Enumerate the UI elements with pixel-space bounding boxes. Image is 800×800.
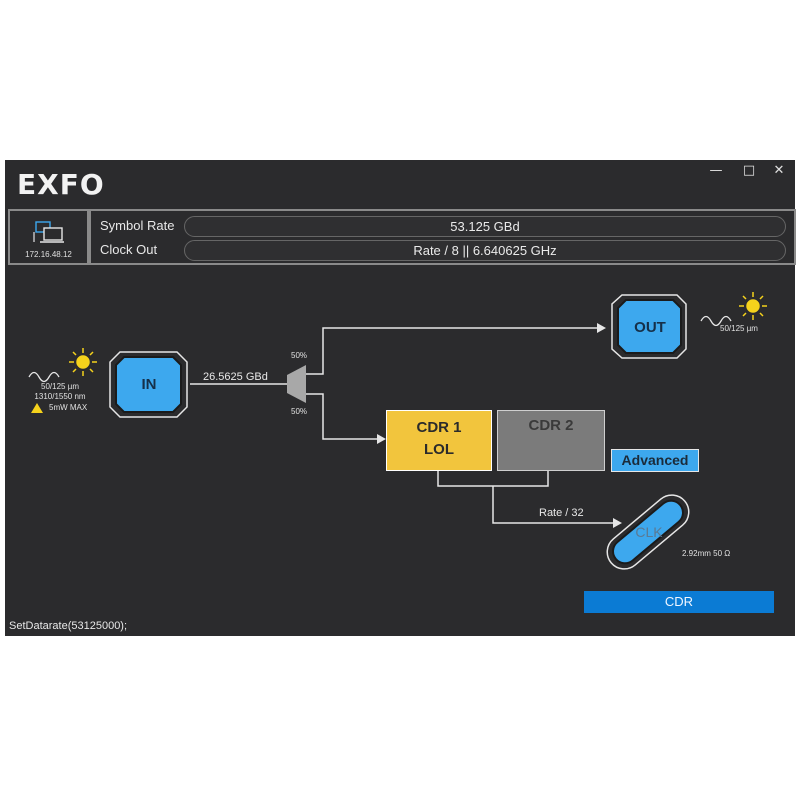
out-label[interactable]: OUT: [634, 319, 666, 336]
cdr-arrow-icon: [377, 434, 386, 444]
clock-out-label: Clock Out: [100, 242, 158, 257]
clk-button: [606, 494, 690, 570]
output-fiber-text: 50/125 µm: [720, 324, 758, 333]
close-button[interactable]: ✕: [773, 163, 785, 178]
output-laser-sun-icon: [739, 292, 767, 320]
cdr-branch-line: [306, 393, 377, 440]
warning-icon: [31, 403, 43, 413]
in-button: [109, 351, 188, 418]
output-wave-icon: [700, 315, 732, 327]
clock-out-field[interactable]: Rate / 8 || 6.640625 GHz: [184, 240, 786, 261]
clk-arrow-icon: [613, 518, 622, 528]
app-window: EXFO — □ ✕ 172.16.48.12 Symbol Rate 53.1…: [5, 160, 796, 636]
clk-connector-text: 2.92mm 50 Ω: [682, 549, 731, 558]
input-wavelength-text: 1310/1550 nm: [34, 392, 86, 401]
out-branch-line: [306, 327, 597, 375]
input-fiber-text: 50/125 µm: [41, 382, 79, 391]
symbol-rate-field[interactable]: 53.125 GBd: [184, 216, 786, 237]
input-wave-icon: [28, 371, 60, 383]
splitter-top-pct: 50%: [291, 351, 308, 360]
cdr2-label: CDR 2: [528, 417, 574, 434]
out-arrow-icon: [597, 323, 606, 333]
host-connection-panel[interactable]: 172.16.48.12: [8, 209, 89, 265]
splitter-icon: [287, 365, 306, 403]
exfo-logo: EXFO: [17, 168, 105, 201]
info-panel: Symbol Rate 53.125 GBd Clock Out Rate / …: [89, 209, 796, 265]
in-label[interactable]: IN: [141, 376, 157, 393]
out-button: [611, 294, 687, 359]
cdr1-label: CDR 1: [416, 419, 462, 436]
signal-path-diagram: [28, 292, 767, 570]
splitter-bottom-pct: 50%: [291, 407, 308, 416]
clk-label[interactable]: CLK: [635, 524, 663, 540]
computer-network-icon: [33, 221, 64, 243]
input-max-power-text: 5mW MAX: [49, 403, 88, 412]
input-rate-text: 26.5625 GBd: [203, 371, 268, 383]
cdr1-button[interactable]: CDR 1 LOL: [386, 410, 492, 471]
symbol-rate-label: Symbol Rate: [100, 218, 175, 233]
input-laser-sun-icon: [69, 348, 97, 376]
clock-out-row: Clock Out Rate / 8 || 6.640625 GHz: [91, 238, 794, 262]
clk-rate-text: Rate / 32: [539, 507, 584, 519]
minimize-button[interactable]: —: [709, 163, 723, 178]
cdr1-status: LOL: [424, 441, 454, 458]
clk-line: [492, 486, 613, 524]
symbol-rate-row: Symbol Rate 53.125 GBd: [91, 214, 794, 238]
cdr-mode-button[interactable]: CDR: [584, 591, 774, 613]
maximize-button[interactable]: □: [742, 163, 756, 178]
command-line-text: SetDatarate(53125000);: [9, 620, 128, 632]
host-ip: 172.16.48.12: [25, 250, 72, 259]
cdr2-button[interactable]: CDR 2: [497, 410, 605, 471]
cdr-join-line: [437, 471, 549, 487]
advanced-button[interactable]: Advanced: [611, 449, 699, 472]
